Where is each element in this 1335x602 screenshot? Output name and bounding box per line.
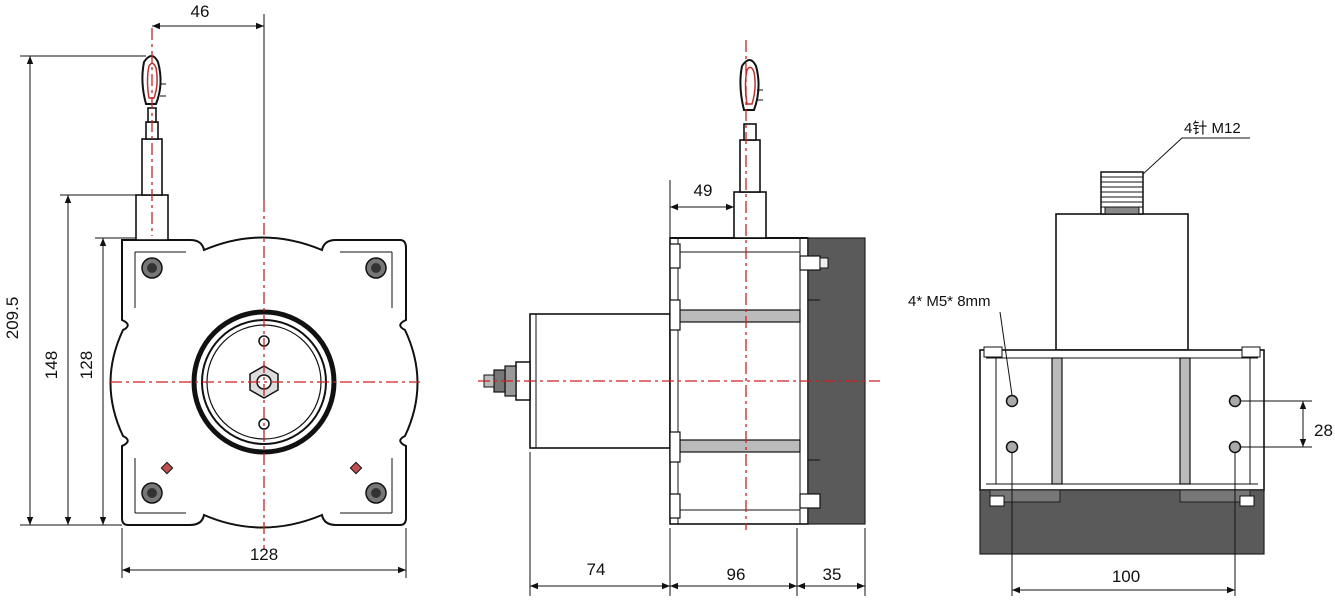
back-housing [979,349,1265,491]
dim-35: 35 [823,565,842,584]
housing-rib-lower [677,439,801,453]
dim-46: 46 [191,2,210,21]
back-view: 4针 M12 4* M5* 8mm 28 100 [908,120,1333,596]
screw-bottom-right [365,482,387,504]
mark-diamond-left [160,461,174,475]
dim-74: 74 [587,560,606,579]
dim-96: 96 [727,565,746,584]
housing-rib-upper [677,309,801,323]
side-cable-hook [739,59,760,111]
connector-housing [1055,213,1189,351]
dim-49: 49 [694,181,713,200]
screw-top-left [141,257,163,279]
holes-label: 4* M5* 8mm [908,293,991,310]
dim-128-vertical: 128 [77,351,96,379]
mark-diamond-right [349,461,363,475]
dim-28: 28 [1314,421,1333,440]
dim-100: 100 [1112,567,1140,586]
hole-left-upper [1005,394,1019,408]
connector-leader [1142,137,1250,175]
connector-label: 4针 M12 [1184,120,1241,137]
holes-leader [999,311,1013,396]
front-view: 46 209.5 148 128 128 [3,2,420,578]
m12-connector [1100,171,1144,215]
screw-bottom-left [141,482,163,504]
hole-left-lower [1005,440,1019,454]
side-view: 49 74 96 35 [478,40,880,596]
front-body-outline [109,236,419,529]
dim-148: 148 [42,351,61,379]
side-cable-exit [733,191,767,239]
screw-top-right [365,257,387,279]
dim-209-5: 209.5 [3,297,22,340]
hole-right-lower [1228,440,1242,454]
hole-right-upper [1228,394,1242,408]
dim-128-horizontal: 128 [250,545,278,564]
